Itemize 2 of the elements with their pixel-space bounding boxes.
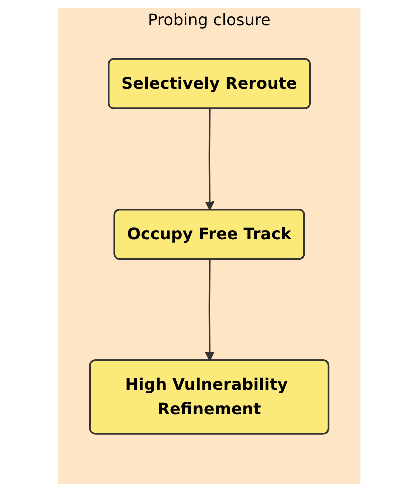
arrow <box>205 260 215 362</box>
arrow <box>205 109 215 211</box>
